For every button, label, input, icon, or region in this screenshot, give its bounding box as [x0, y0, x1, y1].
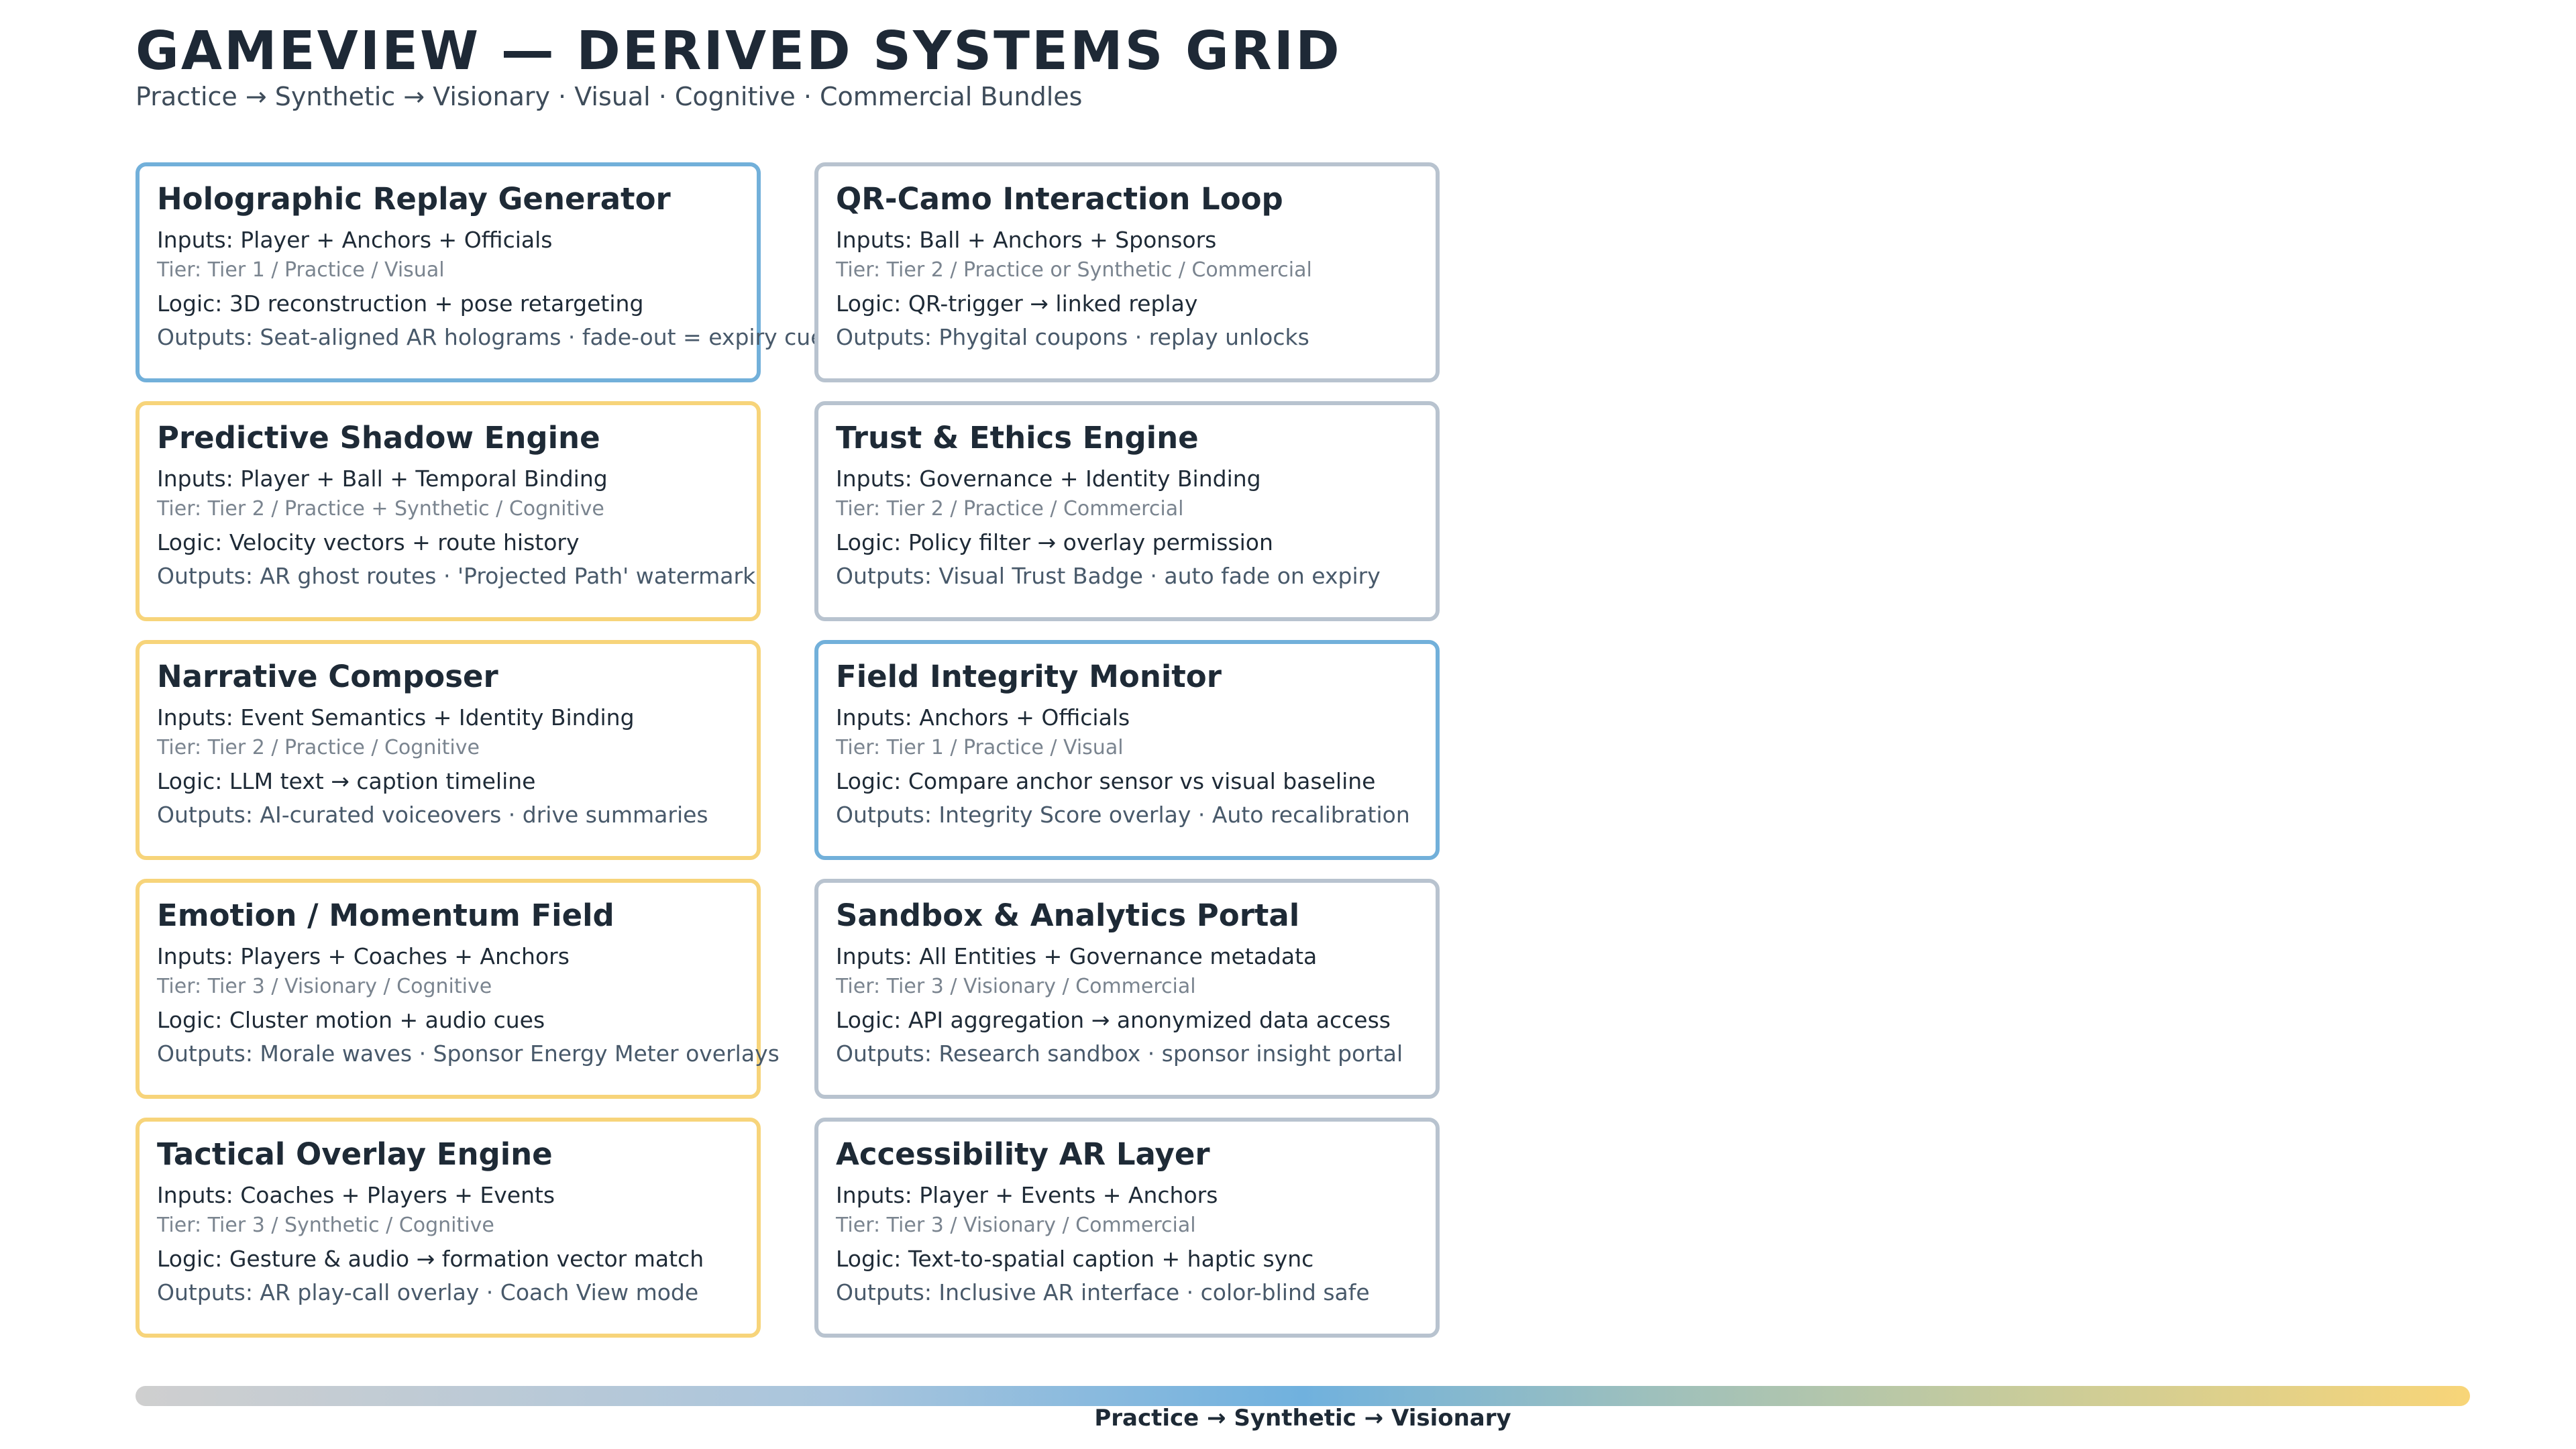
card-outputs: Outputs: AR ghost routes · 'Projected Pa… — [157, 563, 756, 589]
card-inputs: Inputs: Players + Coaches + Anchors — [157, 943, 570, 969]
card-inputs: Inputs: Governance + Identity Binding — [836, 466, 1261, 492]
card-outputs: Outputs: Visual Trust Badge · auto fade … — [836, 563, 1381, 589]
card-outputs: Outputs: Inclusive AR interface · color-… — [836, 1279, 1370, 1305]
card-title: Holographic Replay Generator — [157, 181, 671, 217]
card-inputs: Inputs: All Entities + Governance metada… — [836, 943, 1318, 969]
card-logic: Logic: Cluster motion + audio cues — [157, 1007, 545, 1033]
card-tier: Tier: Tier 1 / Practice / Visual — [836, 736, 1124, 759]
card-inputs: Inputs: Anchors + Officials — [836, 704, 1130, 731]
card-logic: Logic: API aggregation → anonymized data… — [836, 1007, 1391, 1033]
card-holographic-replay-generator: Holographic Replay Generator Inputs: Pla… — [136, 162, 824, 382]
card-emotion-momentum-field: Emotion / Momentum Field Inputs: Players… — [136, 879, 780, 1099]
card-title: Trust & Ethics Engine — [836, 420, 1199, 455]
card-predictive-shadow-engine: Predictive Shadow Engine Inputs: Player … — [136, 401, 761, 621]
gradient-bar-label: Practice → Synthetic → Visionary — [1094, 1405, 1511, 1432]
card-title: Emotion / Momentum Field — [157, 898, 614, 933]
card-inputs: Inputs: Coaches + Players + Events — [157, 1182, 555, 1208]
card-tier: Tier: Tier 1 / Practice / Visual — [157, 258, 445, 282]
card-logic: Logic: Gesture & audio → formation vecto… — [157, 1246, 704, 1272]
card-title: Accessibility AR Layer — [836, 1136, 1210, 1172]
card-outputs: Outputs: AI-curated voiceovers · drive s… — [157, 802, 708, 828]
page-title: GAMEVIEW — DERIVED SYSTEMS GRID — [136, 20, 1342, 82]
card-logic: Logic: Policy filter → overlay permissio… — [836, 529, 1273, 555]
card-tier: Tier: Tier 2 / Practice / Cognitive — [157, 736, 480, 759]
card-tier: Tier: Tier 3 / Visionary / Commercial — [836, 1214, 1196, 1237]
card-tier: Tier: Tier 2 / Practice or Synthetic / C… — [836, 258, 1312, 282]
card-title: QR-Camo Interaction Loop — [836, 181, 1283, 217]
card-logic: Logic: Compare anchor sensor vs visual b… — [836, 768, 1376, 794]
card-inputs: Inputs: Ball + Anchors + Sponsors — [836, 227, 1217, 253]
card-trust-ethics-engine: Trust & Ethics Engine Inputs: Governance… — [814, 401, 1440, 621]
card-sandbox-analytics-portal: Sandbox & Analytics Portal Inputs: All E… — [814, 879, 1440, 1099]
card-logic: Logic: LLM text → caption timeline — [157, 768, 536, 794]
maturity-gradient-bar — [136, 1386, 2470, 1406]
card-logic: Logic: QR-trigger → linked replay — [836, 290, 1198, 317]
card-title: Predictive Shadow Engine — [157, 420, 600, 455]
card-tier: Tier: Tier 2 / Practice + Synthetic / Co… — [157, 497, 604, 521]
card-title: Field Integrity Monitor — [836, 659, 1222, 694]
card-inputs: Inputs: Player + Events + Anchors — [836, 1182, 1218, 1208]
card-tactical-overlay-engine: Tactical Overlay Engine Inputs: Coaches … — [136, 1118, 761, 1338]
card-inputs: Inputs: Player + Anchors + Officials — [157, 227, 553, 253]
card-inputs: Inputs: Player + Ball + Temporal Binding — [157, 466, 608, 492]
card-tier: Tier: Tier 3 / Visionary / Commercial — [836, 975, 1196, 998]
card-outputs: Outputs: Seat-aligned AR holograms · fad… — [157, 324, 824, 350]
card-inputs: Inputs: Event Semantics + Identity Bindi… — [157, 704, 635, 731]
card-tier: Tier: Tier 3 / Synthetic / Cognitive — [157, 1214, 494, 1237]
card-title: Narrative Composer — [157, 659, 498, 694]
page-subtitle: Practice → Synthetic → Visionary · Visua… — [136, 82, 1083, 111]
card-narrative-composer: Narrative Composer Inputs: Event Semanti… — [136, 640, 761, 860]
card-title: Sandbox & Analytics Portal — [836, 898, 1300, 933]
card-title: Tactical Overlay Engine — [157, 1136, 553, 1172]
card-logic: Logic: 3D reconstruction + pose retarget… — [157, 290, 644, 317]
card-outputs: Outputs: AR play-call overlay · Coach Vi… — [157, 1279, 699, 1305]
card-outputs: Outputs: Morale waves · Sponsor Energy M… — [157, 1040, 780, 1067]
card-tier: Tier: Tier 2 / Practice / Commercial — [836, 497, 1184, 521]
card-outputs: Outputs: Phygital coupons · replay unloc… — [836, 324, 1309, 350]
card-logic: Logic: Text-to-spatial caption + haptic … — [836, 1246, 1314, 1272]
card-qr-camo-interaction-loop: QR-Camo Interaction Loop Inputs: Ball + … — [814, 162, 1440, 382]
card-outputs: Outputs: Research sandbox · sponsor insi… — [836, 1040, 1403, 1067]
card-accessibility-ar-layer: Accessibility AR Layer Inputs: Player + … — [814, 1118, 1440, 1338]
card-field-integrity-monitor: Field Integrity Monitor Inputs: Anchors … — [814, 640, 1440, 860]
card-tier: Tier: Tier 3 / Visionary / Cognitive — [157, 975, 492, 998]
card-logic: Logic: Velocity vectors + route history — [157, 529, 580, 555]
card-outputs: Outputs: Integrity Score overlay · Auto … — [836, 802, 1410, 828]
